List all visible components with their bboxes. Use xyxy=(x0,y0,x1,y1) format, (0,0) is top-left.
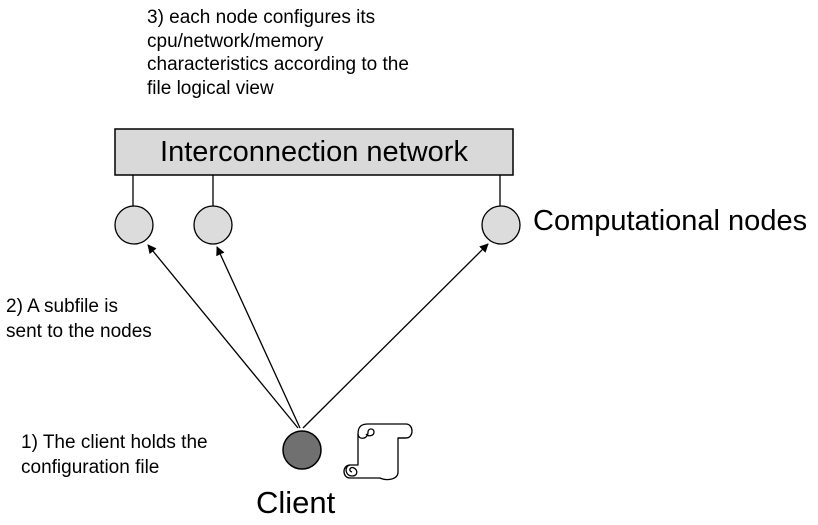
computational-node-1 xyxy=(114,205,154,245)
client-label: Client xyxy=(256,485,336,520)
step3-annotation: 3) each node configures its cpu/network/… xyxy=(147,7,409,99)
computational-node-2 xyxy=(193,205,233,245)
client-node xyxy=(282,430,322,470)
arrow-client-to-node-3 xyxy=(302,243,489,429)
scroll-icon xyxy=(343,423,413,481)
interconnection-network-box xyxy=(114,128,514,176)
computational-node-3 xyxy=(481,205,521,245)
interconnection-network-label: Interconnection network xyxy=(160,136,468,168)
arrow-client-to-node-2 xyxy=(216,246,301,429)
computational-nodes-label: Computational nodes xyxy=(533,205,808,237)
step1-annotation: 1) The client holds the configuration fi… xyxy=(21,432,208,478)
arrow-client-to-node-1 xyxy=(147,244,299,429)
step2-annotation: 2) A subfile is sent to the nodes xyxy=(6,296,152,342)
